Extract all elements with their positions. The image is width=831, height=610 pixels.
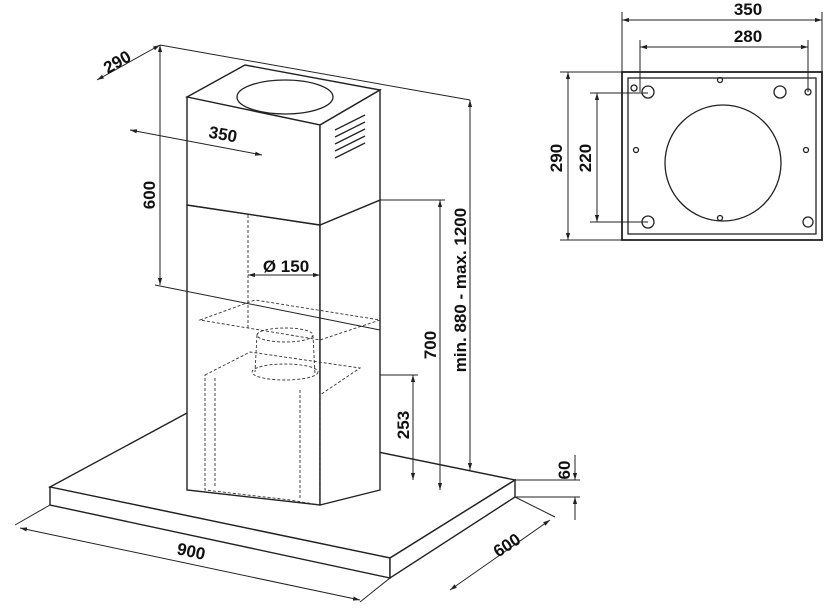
motor-height-label: 253 — [394, 411, 413, 439]
chimney-width-label: 350 — [207, 123, 238, 147]
mounting-plate — [621, 71, 823, 241]
upper-chimney-height-label: 600 — [140, 181, 159, 209]
dimension-lines — [14, 44, 580, 603]
plate-hole-width-label: 280 — [734, 27, 762, 46]
lower-chimney-height-label: 700 — [421, 331, 440, 359]
plate-dimension-lines — [560, 12, 823, 241]
duct-diameter-label: Ø 150 — [263, 257, 309, 276]
upper-chimney — [185, 64, 382, 227]
total-height-label: min. 880 - max. 1200 — [451, 208, 470, 372]
canopy-thickness-label: 60 — [555, 461, 574, 480]
canopy-width-label: 900 — [175, 539, 207, 563]
plate-width-label: 350 — [734, 0, 762, 19]
lower-chimney — [186, 198, 381, 506]
vent-grille-icon — [334, 114, 366, 159]
canopy-depth-label: 600 — [490, 530, 524, 561]
plate-height-label: 290 — [547, 144, 566, 172]
plate-hole-height-label: 220 — [576, 144, 595, 172]
chimney-depth-label: 290 — [100, 47, 134, 78]
